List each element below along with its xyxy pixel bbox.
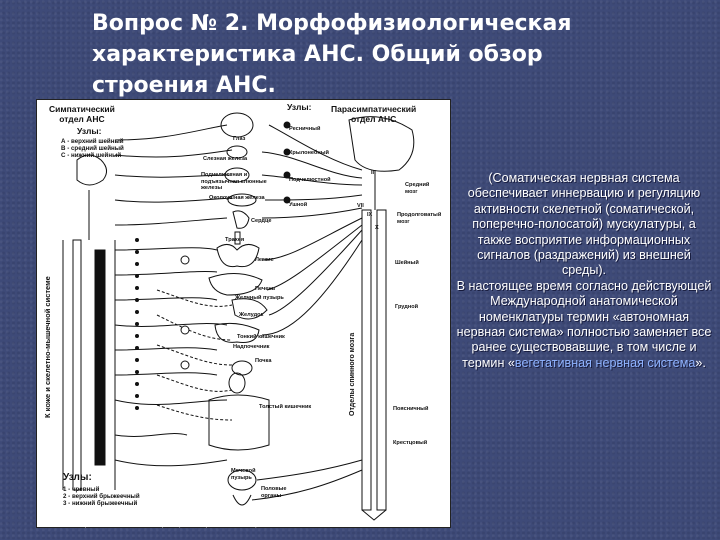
spinal-cord-left — [361, 209, 372, 511]
cervical-node-a: А - верхний шейный — [61, 138, 124, 145]
organ-salivary-glands: Подчелюстная и подъязычная слюнные желез… — [201, 172, 267, 191]
term-link[interactable]: вегетативная нервная система — [514, 355, 696, 370]
sympathetic-cord-left — [72, 239, 82, 491]
side-vertical-label: К коже и скелетно-мышечной системе — [43, 276, 52, 418]
cranial-nerve-x: X — [375, 225, 379, 231]
nodes-label-top: Узлы: — [287, 102, 312, 112]
cord-thoracic: Грудной — [395, 304, 419, 310]
sympathetic-title-line-1: Симпатический — [49, 104, 115, 114]
sympathetic-head — [76, 154, 107, 186]
sympathetic-title-line-2: отдел АНС — [59, 114, 105, 124]
title-line-1: Вопрос № 2. Морфофизиологическая — [92, 11, 572, 36]
title-line-2: характеристика АНС. Общий обзор — [92, 42, 543, 67]
brain-medulla: Продолговатый мозг — [397, 212, 442, 225]
cord-vertical-label: Отделы спинного мозга — [349, 332, 356, 416]
organ-kidney: Почка — [255, 358, 272, 364]
nodes-label-bottom: Узлы: — [63, 472, 92, 483]
head-node-otic: Ушной — [289, 202, 308, 208]
sympathetic-cord-filled — [94, 249, 106, 466]
organ-liver: Печень — [255, 286, 276, 292]
cranial-nerve-vii: VII — [357, 203, 364, 209]
organ-small-intestine: Тонкий кишечник — [237, 334, 285, 340]
brain-midbrain: Средний мозг — [405, 182, 430, 195]
organ-eye: Глаз — [233, 136, 246, 142]
head-node-submandibular: Подчелюстной — [289, 177, 331, 183]
cranial-nerve-ix: IX — [367, 212, 373, 218]
organ-trachea: Трахея — [225, 237, 245, 243]
description-text: (Соматическая нервная система обеспечива… — [455, 171, 713, 371]
lungs-shape — [216, 244, 260, 268]
head-node-pterygopalatine: Крылонебный — [289, 150, 329, 156]
abdominal-node-3: 3 - нижний брыжеечный — [63, 500, 138, 507]
head-node-ciliary: Ресничный — [289, 126, 321, 132]
liver-shape — [208, 273, 263, 296]
ans-diagram-drawing — [62, 112, 415, 521]
organ-colon: Толстый кишечник — [259, 404, 312, 410]
colon-shape — [208, 394, 270, 451]
organ-stomach: Желудок — [239, 312, 264, 318]
bladder-shape — [227, 469, 257, 491]
parasympathetic-title-line-2: отдел АНС — [350, 114, 397, 124]
brain-shape — [348, 116, 415, 172]
cord-sacral: Крестцовый — [393, 440, 428, 446]
cord-lumbar: Поясничный — [393, 406, 429, 412]
stomach-shape — [231, 298, 268, 320]
organ-parotid-gland: Околоушная железа — [209, 195, 265, 201]
paragraph-terminology: В настоящее время согласно действующей М… — [455, 279, 713, 371]
figure-caption: Рис.1. Строение АНС и иннервация ею разл… — [48, 518, 284, 528]
paragraph-somatic: (Соматическая нервная система обеспечива… — [467, 171, 701, 278]
heart-shape — [232, 210, 250, 229]
ans-diagram: Симпатический отдел АНС Парасимпатически… — [36, 99, 451, 528]
organ-genitals: Половые органы — [261, 486, 287, 499]
paragraph-terminology-end: ». — [695, 355, 706, 370]
abdominal-node-2: 2 - верхний брыжеечный — [63, 493, 140, 500]
cranial-nerve-iii: III — [371, 170, 376, 176]
nodes-label-left: Узлы: — [77, 126, 102, 136]
organ-adrenal: Надпочечник — [233, 344, 270, 350]
slide-title: Вопрос № 2. Морфофизиологическая характе… — [92, 8, 652, 101]
paragraph-terminology-text: В настоящее время согласно действующей М… — [456, 278, 712, 370]
organ-lacrimal-gland: Слезная железа — [203, 156, 248, 162]
spinal-cord-right — [376, 209, 387, 511]
eye-shape — [220, 112, 254, 138]
sympathetic-title: Симпатический отдел АНС — [49, 104, 115, 124]
abdominal-nodes-legend: 1 - чревный 2 - верхний брыжеечный 3 - н… — [63, 486, 140, 507]
title-line-3: строения АНС. — [92, 73, 276, 98]
organ-lungs: Легкие — [255, 257, 274, 263]
abdominal-node-1: 1 - чревный — [63, 486, 100, 493]
parasympathetic-title-line-1: Парасимпатический — [331, 104, 417, 114]
cord-cervical: Шейный — [395, 260, 419, 266]
intestine-shape — [214, 322, 260, 343]
parasympathetic-title: Парасимпатический отдел АНС — [331, 104, 416, 124]
organ-gallbladder: Желчный пузырь — [235, 295, 284, 301]
organ-bladder: Мочевой пузырь — [231, 468, 256, 481]
cervical-node-b: В - средний шейный — [61, 145, 124, 152]
cervical-node-c: С - нижний шейный — [61, 152, 122, 159]
organ-heart: Сердце — [251, 218, 272, 224]
cervical-nodes-legend: А - верхний шейный В - средний шейный С … — [61, 138, 124, 159]
